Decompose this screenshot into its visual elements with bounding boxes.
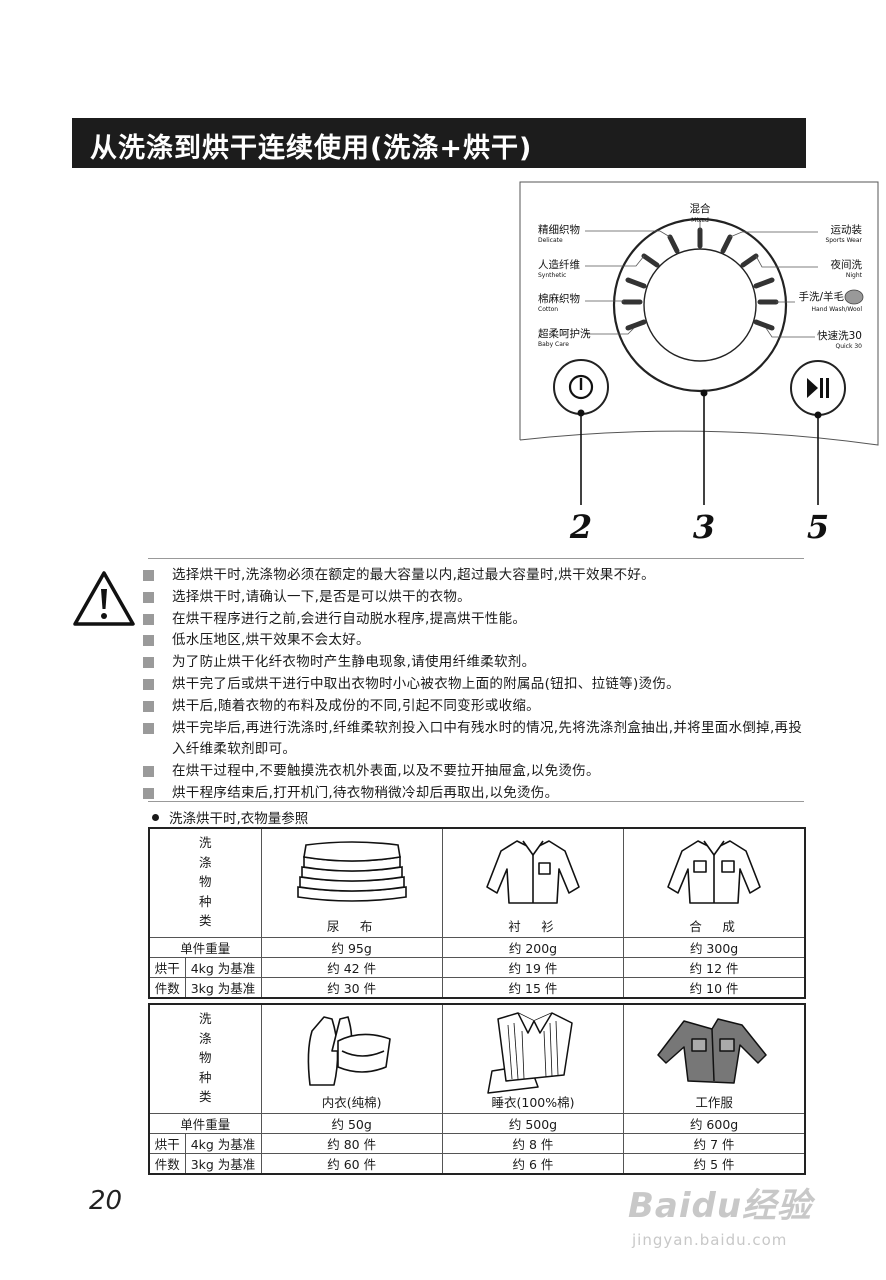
count-3kg-value: 约 30 件: [260, 977, 443, 999]
row-4kg-label: 4kg 为基准: [184, 1133, 262, 1154]
unit-weight-value: 约 600g: [623, 1113, 806, 1134]
count-4kg-value: 约 8 件: [441, 1133, 625, 1154]
dial-label-sports-wear: 运动装: [831, 223, 863, 236]
dial-label-synthetic: 人造纤维: [538, 258, 580, 271]
note-item: 在烘干程序进行之前,会进行自动脱水程序,提高烘干性能。: [143, 609, 813, 631]
svg-text:Quick 30: Quick 30: [835, 343, 862, 350]
unit-weight-value: 约 300g: [623, 937, 806, 958]
item-cell-diaper: 尿 布: [260, 827, 443, 938]
row-3kg-label: 3kg 为基准: [184, 977, 262, 999]
warning-icon: [73, 571, 135, 626]
shirt-icon: [486, 840, 580, 904]
baidu-watermark: Baidu经验 jingyan.baidu.com: [628, 1178, 812, 1249]
count-4kg-value: 约 12 件: [623, 957, 806, 978]
callout-3: 3: [693, 508, 715, 546]
note-item: 烘干程序结束后,打开机门,待衣物稍微冷却后再取出,以免烫伤。: [143, 783, 813, 805]
item-cell-underwear: 内衣(纯棉): [260, 1003, 443, 1114]
dial-label-cotton: 棉麻织物: [538, 292, 580, 305]
divider-top: [148, 558, 804, 559]
page-number: 20: [89, 1186, 123, 1216]
note-item: 低水压地区,烘干效果不会太好。: [143, 630, 813, 652]
count-4kg-value: 约 42 件: [260, 957, 443, 978]
count-3kg-value: 约 15 件: [441, 977, 625, 999]
count-4kg-value: 约 7 件: [623, 1133, 806, 1154]
play-pause-icon: [807, 378, 818, 398]
note-item: 为了防止烘干化纤衣物时产生静电现象,请使用纤维柔软剂。: [143, 652, 813, 674]
dial-label-hand-wash: 手洗/羊毛: [798, 290, 844, 303]
note-item: 在烘干过程中,不要触摸洗衣机外表面,以及不要拉开抽屉盒,以免烫伤。: [143, 761, 813, 783]
dial-label-quick30: 快速洗30: [817, 330, 862, 342]
type-label-cell: 洗涤物种类: [148, 1003, 262, 1114]
wool-icon: [844, 289, 864, 305]
bullet-icon: [152, 814, 159, 821]
page-title-bar: 从洗涤到烘干连续使用(洗涤+烘干): [72, 118, 806, 168]
dial-label-delicate: 精细织物: [538, 223, 580, 236]
svg-text:Mixed: Mixed: [691, 217, 709, 224]
item-cell-synthetic: 合 成: [623, 827, 806, 938]
dry-count-label: 件数: [148, 977, 186, 999]
row-4kg-label: 4kg 为基准: [184, 957, 262, 978]
dry-count-label: 烘干: [148, 1133, 186, 1154]
row-3kg-label: 3kg 为基准: [184, 1153, 262, 1175]
caution-notes-list: 选择烘干时,洗涤物必须在额定的最大容量以内,超过最大容量时,烘干效果不好。 选择…: [143, 565, 813, 805]
type-label: 洗涤物种类: [198, 1011, 212, 1104]
count-4kg-value: 约 19 件: [441, 957, 625, 978]
type-label: 洗涤物种类: [198, 835, 212, 928]
item-cell-pajamas: 睡衣(100%棉): [441, 1003, 625, 1114]
reference-heading: 洗涤烘干时,衣物量参照: [152, 807, 308, 827]
svg-text:Hand Wash/Wool: Hand Wash/Wool: [812, 306, 863, 313]
dial-label-night: 夜间洗: [831, 258, 863, 271]
dial-label-mixed: 混合: [690, 202, 711, 215]
count-3kg-value: 约 60 件: [260, 1153, 443, 1175]
dry-count-label: 烘干: [148, 957, 186, 978]
count-3kg-value: 约 6 件: [441, 1153, 625, 1175]
power-button[interactable]: [553, 359, 609, 415]
unit-weight-label: 单件重量: [148, 1113, 262, 1134]
svg-text:Night: Night: [846, 272, 863, 279]
note-item: 烘干完了后或烘干进行中取出衣物时小心被衣物上面的附属品(钮扣、拉链等)烫伤。: [143, 674, 813, 696]
item-cell-shirt: 衬 衫: [441, 827, 625, 938]
power-icon: [568, 374, 594, 400]
unit-weight-value: 约 50g: [260, 1113, 443, 1134]
svg-text:Cotton: Cotton: [538, 306, 558, 313]
underwear-icon: [307, 1016, 391, 1086]
watermark-url: jingyan.baidu.com: [632, 1231, 788, 1249]
type-label-cell: 洗涤物种类: [148, 827, 262, 938]
divider-bottom: [148, 801, 804, 802]
control-panel-illustration: 混合 Mixed 精细织物 Delicate 人造纤维 Synthetic 棉麻…: [519, 181, 879, 546]
work-jacket-icon: [657, 1018, 767, 1084]
start-pause-button[interactable]: [790, 360, 846, 416]
callout-2: 2: [569, 508, 592, 546]
count-3kg-value: 约 10 件: [623, 977, 806, 999]
unit-weight-value: 约 200g: [441, 937, 625, 958]
towel-stack-icon: [296, 841, 407, 902]
unit-weight-value: 约 500g: [441, 1113, 625, 1134]
count-3kg-value: 约 5 件: [623, 1153, 806, 1175]
dial-label-baby-care: 超柔呵护洗: [538, 327, 591, 340]
note-item: 烘干完毕后,再进行洗涤时,纤维柔软剂投入口中有残水时的情况,先将洗涤剂盒抽出,并…: [143, 718, 813, 762]
dial-tick-marks: [621, 227, 779, 331]
dry-count-label: 件数: [148, 1153, 186, 1175]
note-item: 选择烘干时,洗涤物必须在额定的最大容量以内,超过最大容量时,烘干效果不好。: [143, 565, 813, 587]
unit-weight-label: 单件重量: [148, 937, 262, 958]
unit-weight-value: 约 95g: [260, 937, 443, 958]
watermark-brand: Baidu经验: [628, 1186, 813, 1226]
laundry-amount-table-2: 洗涤物种类 内衣(纯棉): [148, 1003, 806, 1175]
item-cell-workwear: 工作服: [623, 1003, 806, 1114]
note-item: 选择烘干时,请确认一下,是否是可以烘干的衣物。: [143, 587, 813, 609]
svg-text:Sports Wear: Sports Wear: [825, 237, 862, 244]
svg-text:Baby Care: Baby Care: [538, 341, 569, 348]
program-dial: [612, 217, 788, 393]
pajamas-icon: [487, 1012, 573, 1094]
synthetic-shirt-icon: [667, 840, 761, 904]
svg-text:Delicate: Delicate: [538, 237, 563, 244]
callout-5: 5: [807, 508, 829, 546]
count-4kg-value: 约 80 件: [260, 1133, 443, 1154]
note-item: 烘干后,随着衣物的布料及成份的不同,引起不同变形或收缩。: [143, 696, 813, 718]
svg-text:Synthetic: Synthetic: [538, 272, 566, 279]
laundry-amount-table-1: 洗涤物种类 尿 布: [148, 827, 806, 999]
page-title: 从洗涤到烘干连续使用(洗涤+烘干): [90, 133, 533, 164]
